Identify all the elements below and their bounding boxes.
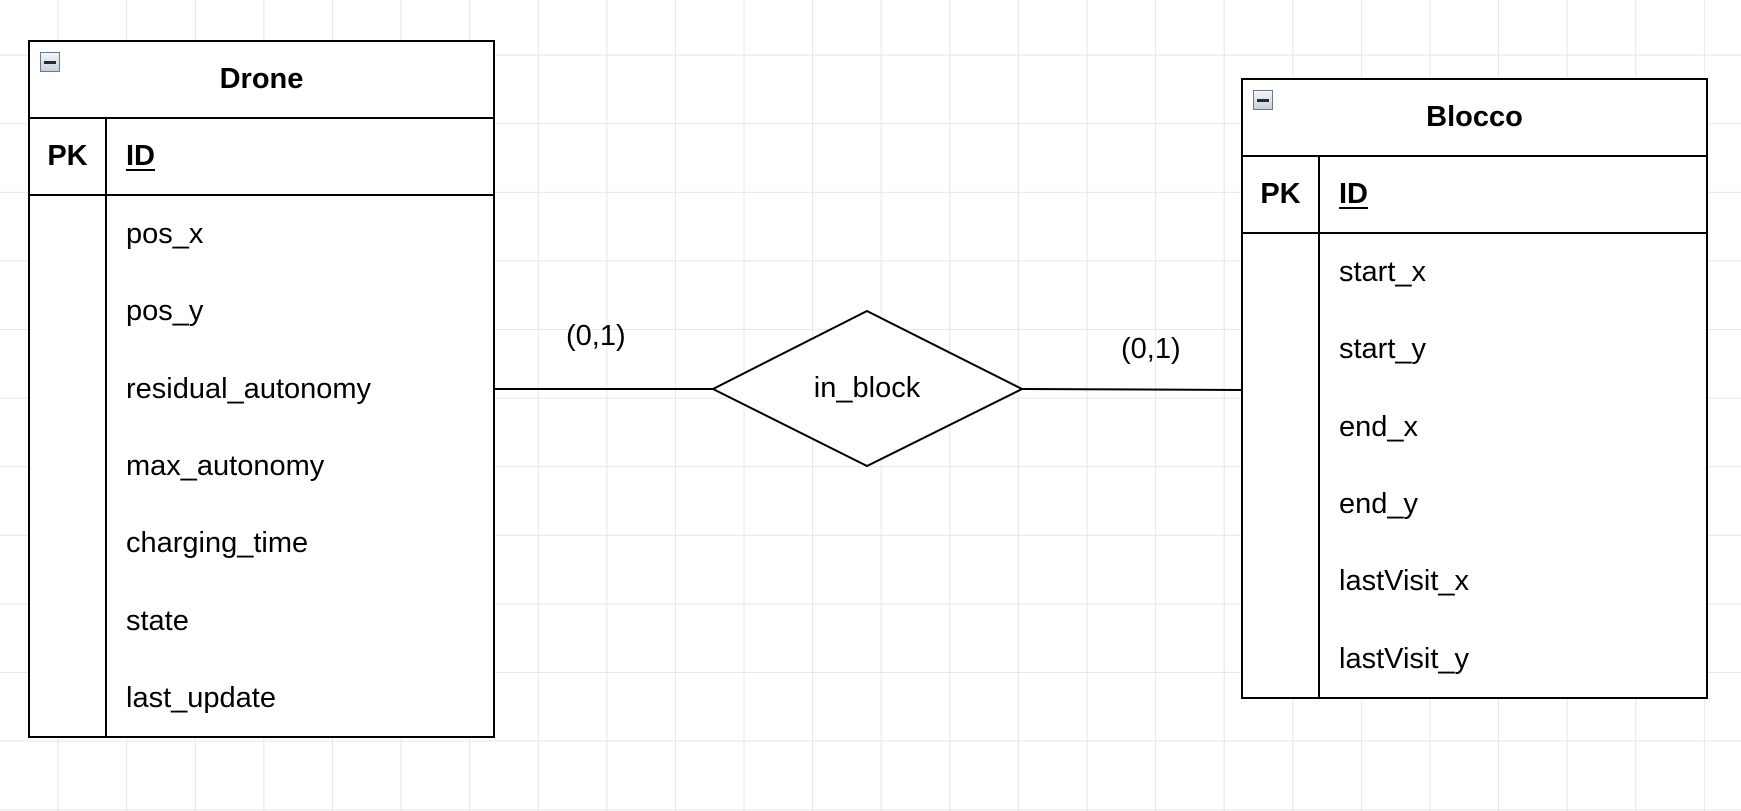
primary-key-row[interactable]: PK ID [1243, 157, 1706, 234]
entity-title: Drone [219, 63, 304, 95]
attribute-list: pos_x pos_y residual_autonomy max_autono… [107, 196, 493, 737]
attribute-row[interactable]: max_autonomy [126, 450, 325, 483]
attribute-section: start_x start_y end_x end_y lastVisit_x … [1243, 234, 1706, 698]
entity-drone[interactable]: Drone PK ID pos_x pos_y residual_autonom… [28, 40, 495, 738]
attribute-row[interactable]: residual_autonomy [126, 372, 372, 405]
pk-label: PK [30, 119, 107, 194]
attribute-row[interactable]: start_y [1339, 333, 1427, 366]
attribute-section: pos_x pos_y residual_autonomy max_autono… [30, 196, 493, 738]
relationship-label: in_block [813, 372, 921, 404]
attribute-row[interactable]: pos_y [126, 295, 204, 328]
attribute-row[interactable]: charging_time [126, 527, 309, 560]
entity-header: Blocco [1243, 80, 1706, 157]
key-column [30, 196, 107, 738]
attribute-row[interactable]: end_x [1339, 410, 1419, 443]
blocco-connector-line[interactable] [1021, 388, 1243, 391]
entity-blocco[interactable]: Blocco PK ID start_x start_y end_x end_y… [1241, 78, 1708, 699]
collapse-icon[interactable] [1253, 90, 1273, 110]
attribute-row[interactable]: pos_x [126, 218, 204, 251]
pk-label: PK [1243, 157, 1320, 232]
pk-attribute: ID [1339, 178, 1368, 210]
attribute-row[interactable]: lastVisit_y [1339, 642, 1470, 675]
key-column [1243, 234, 1320, 698]
pk-attribute: ID [126, 140, 155, 172]
blocco-cardinality: (0,1) [1121, 333, 1181, 365]
attribute-list: start_x start_y end_x end_y lastVisit_x … [1320, 234, 1706, 698]
drone-cardinality: (0,1) [566, 320, 626, 352]
attribute-row[interactable]: end_y [1339, 488, 1419, 521]
entity-title: Blocco [1426, 101, 1523, 133]
attribute-row[interactable]: start_x [1339, 256, 1427, 289]
primary-key-row[interactable]: PK ID [30, 119, 493, 196]
attribute-row[interactable]: state [126, 604, 189, 637]
collapse-icon[interactable] [40, 52, 60, 72]
attribute-row[interactable]: last_update [126, 681, 276, 714]
attribute-row[interactable]: lastVisit_x [1339, 565, 1470, 598]
entity-header: Drone [30, 42, 493, 119]
relationship-diamond[interactable] [710, 309, 1025, 468]
